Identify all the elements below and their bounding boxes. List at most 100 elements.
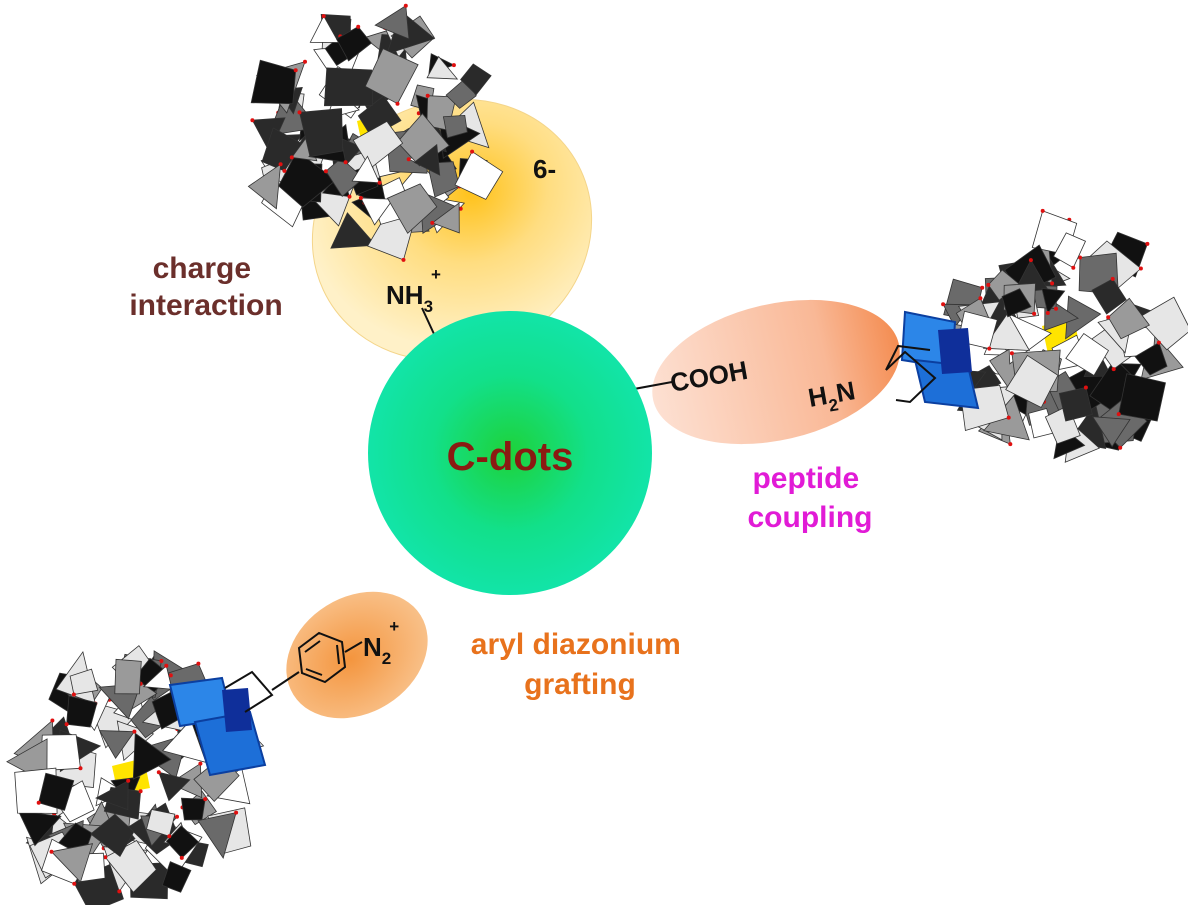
oxygen-atom xyxy=(168,673,173,678)
diazonium-group: N2+ xyxy=(363,617,399,668)
oxygen-atom xyxy=(164,663,169,668)
polyhedron xyxy=(360,197,394,226)
oxygen-atom xyxy=(430,220,435,225)
oxygen-atom xyxy=(1116,412,1121,417)
polyhedron xyxy=(66,695,98,728)
polyhedron xyxy=(1091,416,1131,448)
polyoxometalate-cluster-bottom xyxy=(6,645,265,905)
oxygen-atom xyxy=(987,346,992,351)
amine-group: H2N xyxy=(806,375,859,419)
oxygen-atom xyxy=(978,296,983,301)
oxygen-atom xyxy=(1054,306,1058,311)
oxygen-atom xyxy=(117,889,122,894)
oxygen-atom xyxy=(203,797,208,802)
oxygen-atom xyxy=(78,766,83,771)
oxygen-atom xyxy=(1111,367,1116,372)
oxygen-atom xyxy=(458,206,463,211)
polyhedron xyxy=(197,812,237,860)
polyhedron xyxy=(374,5,410,40)
polyhedron xyxy=(426,55,459,80)
polyhedron xyxy=(114,658,142,695)
polyhedron xyxy=(38,772,75,811)
charge-interaction-group: NH3+ 6- charge interaction xyxy=(129,3,593,362)
polyhedron xyxy=(1041,287,1066,314)
polyhedron xyxy=(250,59,297,105)
polyhedron xyxy=(1005,354,1059,409)
linker-right xyxy=(885,310,980,410)
polyhedron xyxy=(142,665,173,690)
polyhedron xyxy=(98,730,136,759)
oxygen-atom xyxy=(377,180,382,185)
oxygen-atom xyxy=(167,834,172,839)
oxygen-atom xyxy=(293,68,298,73)
polyhedron xyxy=(323,67,374,107)
polyhedron xyxy=(454,151,504,200)
oxygen-atom xyxy=(278,162,283,167)
oxygen-atom xyxy=(1050,281,1055,286)
linker-bottom xyxy=(168,670,274,777)
oxygen-atom xyxy=(406,157,411,162)
polyhedron xyxy=(132,732,172,780)
oxygen-atom xyxy=(1028,258,1033,263)
oxygen-atom xyxy=(196,661,201,666)
oxygen-atom xyxy=(395,101,400,106)
oxygen-atom xyxy=(175,814,179,819)
oxygen-atom xyxy=(126,778,131,783)
oxygen-atom xyxy=(343,160,348,165)
oxygen-atom xyxy=(50,718,55,723)
oxygen-atom xyxy=(1006,415,1011,420)
oxygen-atom xyxy=(941,302,946,307)
polyhedron xyxy=(364,48,419,105)
oxygen-atom xyxy=(401,257,406,262)
polyhedron xyxy=(95,780,129,811)
oxygen-atom xyxy=(986,282,991,287)
oxygen-atom xyxy=(198,761,203,766)
oxygen-atom xyxy=(323,169,328,174)
oxygen-atom xyxy=(358,196,363,200)
oxygen-atom xyxy=(36,800,41,805)
polyhedron xyxy=(460,63,492,96)
carbon-dot: C-dots xyxy=(368,311,652,595)
oxygen-atom xyxy=(1083,385,1088,390)
oxygen-atom xyxy=(179,855,184,860)
oxygen-atom xyxy=(282,168,287,173)
oxygen-atom xyxy=(303,59,307,64)
polyoxometalate-cluster-top xyxy=(247,3,504,262)
oxygen-atom xyxy=(250,118,255,123)
oxygen-atom xyxy=(297,110,302,115)
peptide-coupling-group: COOH H2N peptide coupling xyxy=(633,208,1188,534)
polyhedron xyxy=(52,780,95,823)
polyhedron xyxy=(431,202,460,234)
aryl-diazonium-group: N2+ aryl diazonium grafting xyxy=(6,591,689,905)
oxygen-atom xyxy=(1045,311,1050,315)
polyhedron xyxy=(158,771,191,802)
carbon-dot-label: C-dots xyxy=(447,435,574,479)
oxygen-atom xyxy=(1106,315,1111,320)
oxygen-atom xyxy=(132,729,137,734)
polyhedron xyxy=(1001,288,1032,318)
oxygen-atom xyxy=(103,855,108,860)
oxygen-atom xyxy=(980,285,985,290)
oxygen-atom xyxy=(72,881,77,886)
polyhedron xyxy=(1058,387,1093,422)
oxygen-atom xyxy=(347,194,352,199)
polyhedron xyxy=(69,668,99,695)
oxygen-atom xyxy=(1008,442,1013,447)
oxygen-atom xyxy=(1118,445,1123,450)
polyoxometalate-cluster-right xyxy=(932,208,1188,463)
polyhedron xyxy=(278,150,337,208)
polyhedron xyxy=(180,797,206,821)
polyhedron xyxy=(50,843,94,883)
oxygen-atom xyxy=(156,770,161,775)
carboxyl-bond xyxy=(633,381,673,390)
oxygen-atom xyxy=(1078,255,1082,260)
polyhedron xyxy=(247,163,282,210)
polyhedron xyxy=(1065,332,1110,377)
carbon-dot-sphere xyxy=(368,311,652,595)
oxygen-atom xyxy=(1138,266,1143,271)
polyhedron xyxy=(352,120,404,169)
aryl-diazonium-label: aryl diazonium grafting xyxy=(471,628,689,701)
oxygen-atom xyxy=(451,63,456,68)
oxygen-atom xyxy=(71,692,76,697)
